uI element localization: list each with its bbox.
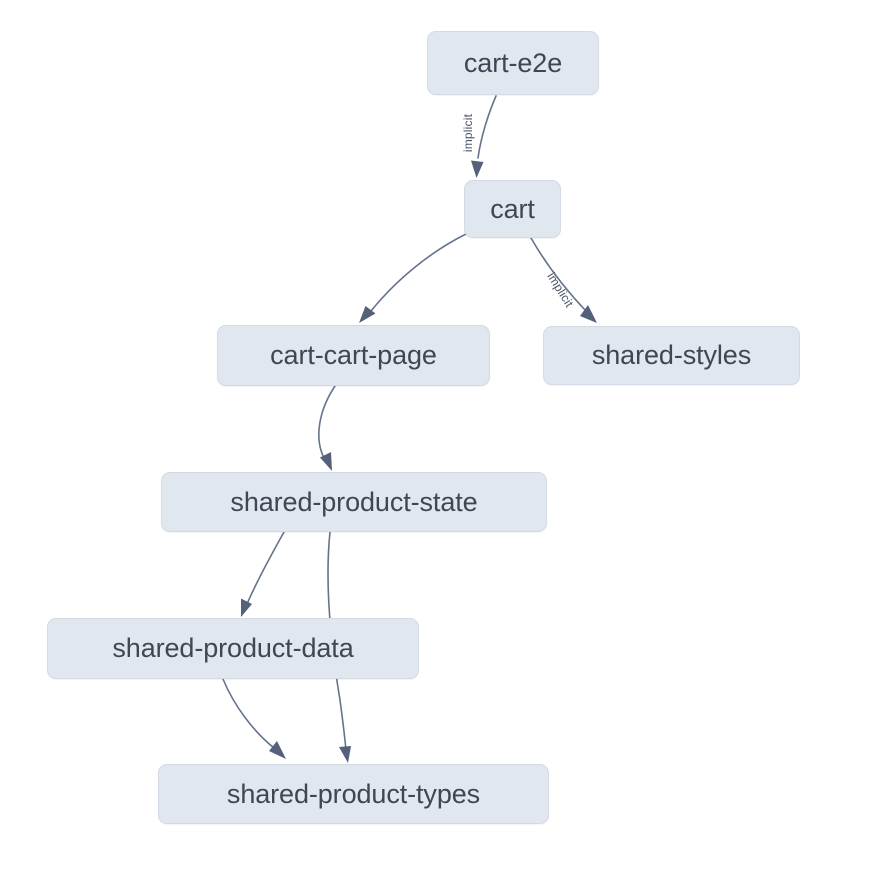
node-shared-styles[interactable]: shared-styles [543, 326, 800, 385]
edge-path [222, 678, 275, 749]
node-shared-product-state[interactable]: shared-product-state [161, 472, 547, 532]
node-shared-product-types[interactable]: shared-product-types [158, 764, 549, 824]
node-shared-product-data[interactable]: shared-product-data [47, 618, 419, 679]
arrowhead-icon [471, 160, 484, 178]
node-label: shared-styles [591, 340, 752, 370]
arrowhead-icon [320, 452, 332, 471]
arrowhead-icon [269, 741, 286, 759]
edge-shared-product-data-to-shared-product-types[interactable] [222, 678, 286, 759]
edge-cart-cart-page-to-shared-product-state[interactable] [318, 385, 336, 471]
arrowhead-icon [580, 305, 597, 323]
node-label: cart-cart-page [270, 340, 437, 370]
edge-path [530, 237, 587, 312]
node-label: shared-product-data [112, 633, 354, 663]
arrowhead-icon [241, 598, 252, 617]
edge-path [246, 531, 285, 605]
edge-shared-product-state-to-shared-product-data[interactable] [241, 531, 285, 617]
node-label: shared-product-state [230, 486, 478, 517]
node-cart-e2e[interactable]: cart-e2e [427, 31, 599, 95]
node-label: shared-product-types [226, 778, 481, 809]
edge-cart-e2e-to-cart[interactable]: implicit [461, 95, 497, 178]
edge-path [477, 95, 497, 159]
node-cart[interactable]: cart [464, 180, 561, 238]
node-label: cart [490, 193, 535, 224]
arrowhead-icon [339, 746, 351, 763]
edge-label-implicit: implicit [461, 113, 475, 152]
edge-cart-to-cart-cart-page[interactable] [359, 233, 467, 323]
arrowhead-icon [359, 306, 376, 323]
node-label: cart-e2e [463, 47, 563, 78]
edge-path [370, 233, 467, 312]
node-cart-cart-page[interactable]: cart-cart-page [217, 325, 490, 386]
edge-path [318, 385, 336, 459]
